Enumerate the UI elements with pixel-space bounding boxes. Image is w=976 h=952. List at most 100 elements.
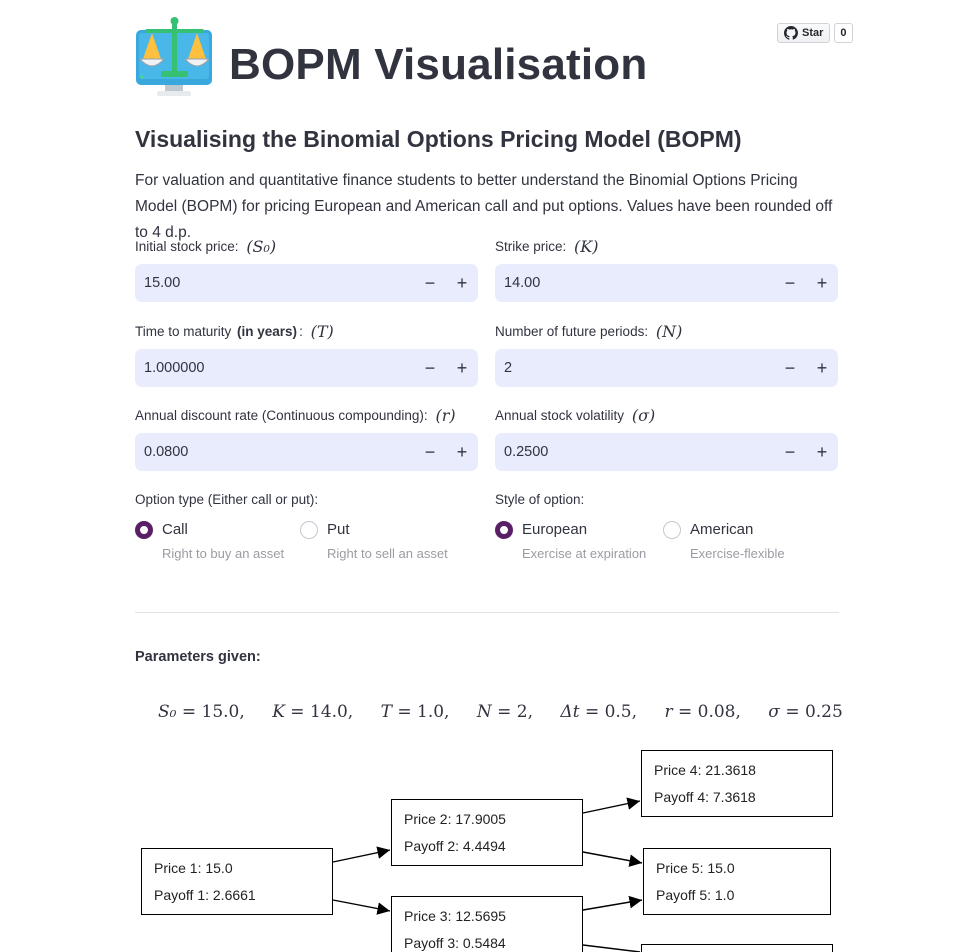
strike-price-increment-button[interactable]: + <box>816 272 828 293</box>
radio-european[interactable]: European Exercise at expiration <box>495 520 646 562</box>
tree-node-3-payoff: Payoff 3: 0.5484 <box>404 935 506 951</box>
initial-price-increment-button[interactable]: + <box>456 272 468 293</box>
maturity-field: Time to maturity (in years): (T) 1.00000… <box>135 321 478 387</box>
tree-node-2: Price 2: 17.9005 Payoff 2: 4.4494 <box>391 799 583 866</box>
tree-node-5-price: Price 5: 15.0 <box>656 860 735 876</box>
page-title: BOPM Visualisation <box>229 40 648 89</box>
volatility-label: Annual stock volatility <box>495 407 625 423</box>
discount-rate-increment-button[interactable]: + <box>456 441 468 462</box>
volatility-decrement-button[interactable]: − <box>784 441 796 462</box>
strike-price-field: Strike price: (K) 14.00 − + <box>495 236 838 302</box>
periods-increment-button[interactable]: + <box>816 357 828 378</box>
tree-node-6 <box>641 944 833 952</box>
balance-scale-monitor-icon <box>136 17 212 96</box>
radio-put[interactable]: Put Right to sell an asset <box>300 520 448 562</box>
radio-american-label: American <box>690 521 754 538</box>
initial-price-value[interactable]: 15.00 <box>144 275 181 291</box>
volatility-symbol: (σ) <box>631 405 656 425</box>
discount-rate-symbol: (r) <box>435 405 456 425</box>
discount-rate-input[interactable]: 0.0800 − + <box>135 433 478 471</box>
initial-price-input[interactable]: 15.00 − + <box>135 264 478 302</box>
tree-node-2-payoff: Payoff 2: 4.4494 <box>404 838 506 854</box>
params-title: Parameters given: <box>135 649 261 665</box>
discount-rate-label: Annual discount rate (Continuous compoun… <box>135 407 428 423</box>
param-sigma-symbol: σ <box>768 702 780 722</box>
tree-node-2-price: Price 2: 17.9005 <box>404 811 506 827</box>
discount-rate-decrement-button[interactable]: − <box>424 441 436 462</box>
param-r-symbol: r <box>664 702 673 722</box>
param-dt-symbol: Δt <box>560 702 580 722</box>
strike-price-input[interactable]: 14.00 − + <box>495 264 838 302</box>
radio-put-help: Right to sell an asset <box>327 546 448 561</box>
radio-call-help: Right to buy an asset <box>162 546 285 561</box>
maturity-label-colon: : <box>299 323 303 339</box>
tree-node-1-payoff: Payoff 1: 2.6661 <box>154 887 256 903</box>
discount-rate-value[interactable]: 0.0800 <box>144 444 189 460</box>
param-t-symbol: T <box>380 702 392 722</box>
maturity-label: Time to maturity <box>135 323 236 339</box>
periods-symbol: (N) <box>655 321 683 341</box>
maturity-increment-button[interactable]: + <box>456 357 468 378</box>
param-n-value: = 2, <box>497 702 534 722</box>
tree-node-3-price: Price 3: 12.5695 <box>404 908 506 924</box>
edge-3-6 <box>582 944 641 952</box>
tree-node-5: Price 5: 15.0 Payoff 5: 1.0 <box>643 848 831 915</box>
radio-american[interactable]: American Exercise-flexible <box>663 520 785 562</box>
param-k-symbol: K <box>272 702 285 722</box>
periods-value[interactable]: 2 <box>504 360 513 376</box>
tree-node-1-price: Price 1: 15.0 <box>154 860 233 876</box>
initial-price-label: Initial stock price: <box>135 238 239 254</box>
radio-american-indicator[interactable] <box>663 521 681 539</box>
radio-put-indicator[interactable] <box>300 521 318 539</box>
github-star-count[interactable]: 0 <box>834 23 853 43</box>
periods-label: Number of future periods: <box>495 323 649 339</box>
section-divider <box>135 612 839 613</box>
github-star-label: Star <box>802 27 824 39</box>
volatility-input[interactable]: 0.2500 − + <box>495 433 838 471</box>
volatility-increment-button[interactable]: + <box>816 441 828 462</box>
github-star-widget: Star 0 <box>777 23 853 43</box>
volatility-value[interactable]: 0.2500 <box>504 444 549 460</box>
radio-call-label: Call <box>162 521 188 538</box>
discount-rate-field: Annual discount rate (Continuous compoun… <box>135 405 478 471</box>
tree-node-3: Price 3: 12.5695 Payoff 3: 0.5484 <box>391 896 583 952</box>
radio-american-help: Exercise-flexible <box>690 546 785 561</box>
tree-node-4: Price 4: 21.3618 Payoff 4: 7.3618 <box>641 750 833 817</box>
param-n-symbol: N <box>476 702 492 722</box>
option-style-label: Style of option: <box>495 492 585 507</box>
maturity-symbol: (T) <box>310 321 334 341</box>
strike-price-label: Strike price: <box>495 238 567 254</box>
initial-price-decrement-button[interactable]: − <box>424 272 436 293</box>
maturity-label-bold: (in years) <box>237 323 298 339</box>
maturity-input[interactable]: 1.000000 − + <box>135 349 478 387</box>
edge-2-4 <box>582 797 641 814</box>
param-k-value: = 14.0, <box>290 702 354 722</box>
param-t-value: = 1.0, <box>397 702 450 722</box>
edge-3-5 <box>582 895 643 911</box>
option-type-label: Option type (Either call or put): <box>135 492 319 507</box>
initial-price-symbol: (S₀) <box>246 236 277 256</box>
radio-put-label: Put <box>327 521 350 538</box>
github-star-button[interactable]: Star <box>777 23 831 43</box>
param-sigma-value: = 0.25 <box>785 702 843 722</box>
param-s0-value: = 15.0, <box>181 702 245 722</box>
maturity-value[interactable]: 1.000000 <box>144 360 205 376</box>
periods-field: Number of future periods: (N) 2 − + <box>495 321 838 387</box>
periods-input[interactable]: 2 − + <box>495 349 838 387</box>
radio-call-indicator[interactable] <box>135 521 153 539</box>
periods-decrement-button[interactable]: − <box>784 357 796 378</box>
strike-price-value[interactable]: 14.00 <box>504 275 541 291</box>
maturity-decrement-button[interactable]: − <box>424 357 436 378</box>
binomial-tree: Price 1: 15.0 Payoff 1: 2.6661 Price 2: … <box>130 745 845 952</box>
strike-price-decrement-button[interactable]: − <box>784 272 796 293</box>
radio-european-indicator[interactable] <box>495 521 513 539</box>
volatility-field: Annual stock volatility (σ) 0.2500 − + <box>495 405 838 471</box>
tree-node-4-payoff: Payoff 4: 7.3618 <box>654 789 756 805</box>
param-dt-value: = 0.5, <box>584 702 638 722</box>
radio-call[interactable]: Call Right to buy an asset <box>135 520 284 562</box>
radio-european-label: European <box>522 521 588 538</box>
edge-1-3 <box>332 899 391 915</box>
tree-edges <box>332 797 643 952</box>
edge-2-5 <box>582 851 643 867</box>
strike-price-symbol: (K) <box>574 236 599 256</box>
